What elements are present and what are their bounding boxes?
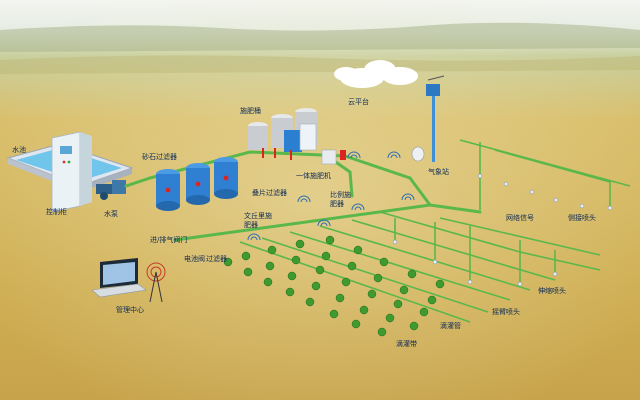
label-control-cabinet: 控制柜 xyxy=(46,208,67,216)
label-drip-pipe: 滴灌管 xyxy=(440,322,461,330)
label-weather-station: 气象站 xyxy=(428,168,449,176)
integrated-fertilizer-machine xyxy=(321,149,346,165)
plant-icon xyxy=(223,235,445,337)
label-proportional-fertilizer: 比例施肥器 xyxy=(330,191,351,208)
label-water-pump: 水泵 xyxy=(104,210,118,218)
weather-station xyxy=(411,75,445,162)
label-filter: 过滤器 xyxy=(206,255,227,263)
label-integrated-machine: 一体施肥机 xyxy=(296,172,331,180)
cloud-icon xyxy=(334,60,418,88)
label-water-pool: 水池 xyxy=(12,146,26,154)
label-side-sprinkler: 侧接喷头 xyxy=(568,214,596,222)
tower-icon xyxy=(146,262,166,303)
label-rocker-sprinkler: 摇臂喷头 xyxy=(492,308,520,316)
laptop-icon xyxy=(91,258,147,298)
label-network-signal: 网络信号 xyxy=(506,214,534,222)
field-pipes xyxy=(239,139,631,323)
label-disc-filter: 叠片过滤器 xyxy=(252,189,287,197)
label-lateral-sprinkler: 伸缩喷头 xyxy=(538,287,566,295)
label-drip-tape: 滴灌带 xyxy=(396,340,417,348)
label-solenoid-valve: 电池阀 xyxy=(184,255,205,263)
wifi-icon xyxy=(247,151,415,241)
control-cabinet xyxy=(51,131,92,213)
label-venturi-fertilizer: 文丘里施肥器 xyxy=(244,212,272,229)
label-management-center: 管理中心 xyxy=(116,306,144,314)
sprinkler-heads xyxy=(392,173,613,287)
sand-filters xyxy=(156,157,238,211)
fertilizer-tanks xyxy=(248,108,317,160)
label-sand-filter: 砂石过滤器 xyxy=(142,153,177,161)
label-air-valve: 进/排气阀门 xyxy=(150,236,188,244)
label-fertilizer-tank: 施肥桶 xyxy=(240,107,261,115)
water-pump xyxy=(96,180,126,200)
label-cloud-platform: 云平台 xyxy=(348,98,369,106)
